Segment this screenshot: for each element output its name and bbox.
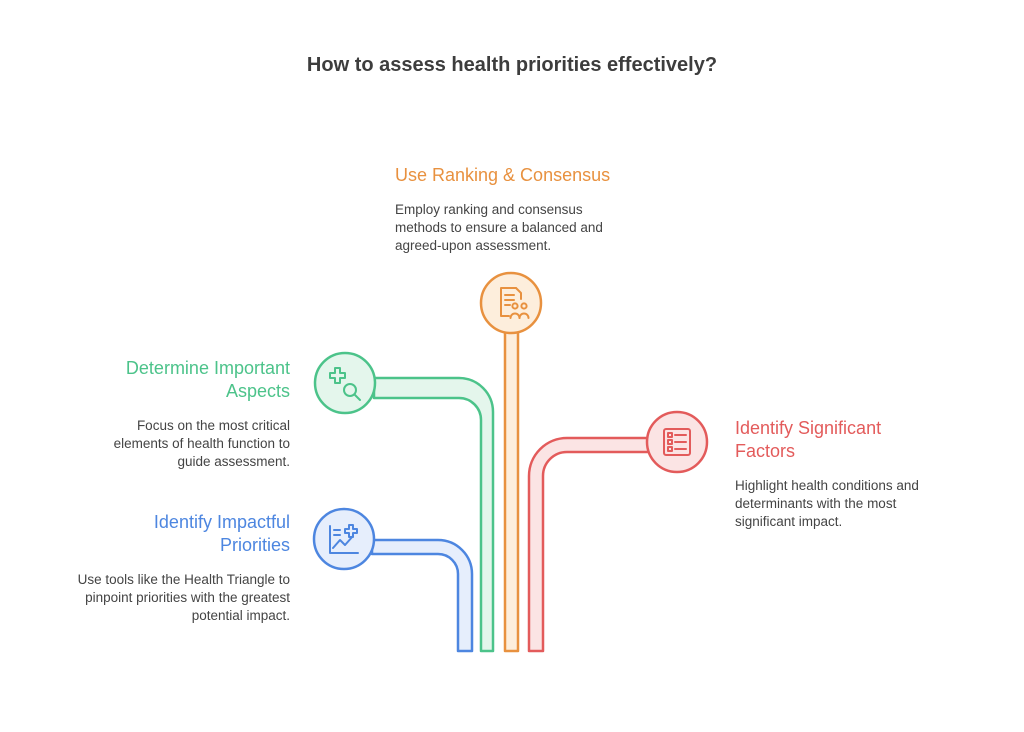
factors-connector [527, 436, 654, 653]
ranking-connector [503, 326, 520, 653]
aspects-description: Focus on the most critical elements of h… [113, 418, 290, 469]
aspects-heading: Determine Important Aspects [125, 358, 290, 401]
factors-block: Identify Significant Factors Highlight h… [735, 417, 965, 531]
chart-plus-icon [312, 507, 376, 571]
priorities-heading: Identify Impactful Priorities [153, 512, 290, 555]
factors-description: Highlight health conditions and determin… [735, 478, 919, 529]
page-title: How to assess health priorities effectiv… [306, 54, 718, 76]
priorities-block: Identify Impactful Priorities Use tools … [50, 511, 290, 625]
health-search-icon [313, 351, 377, 415]
priorities-description: Use tools like the Health Triangle to pi… [77, 572, 290, 623]
ranking-description: Employ ranking and consensus methods to … [395, 202, 603, 253]
priorities-connector [370, 538, 474, 653]
aspects-block: Determine Important Aspects Focus on the… [80, 357, 290, 471]
document-people-icon [479, 271, 543, 335]
aspects-connector [372, 376, 495, 653]
ranking-heading: Use Ranking & Consensus [395, 165, 611, 185]
ranking-block: Use Ranking & Consensus Employ ranking a… [395, 164, 655, 255]
checklist-icon [645, 410, 709, 474]
factors-heading: Identify Significant Factors [735, 418, 882, 461]
